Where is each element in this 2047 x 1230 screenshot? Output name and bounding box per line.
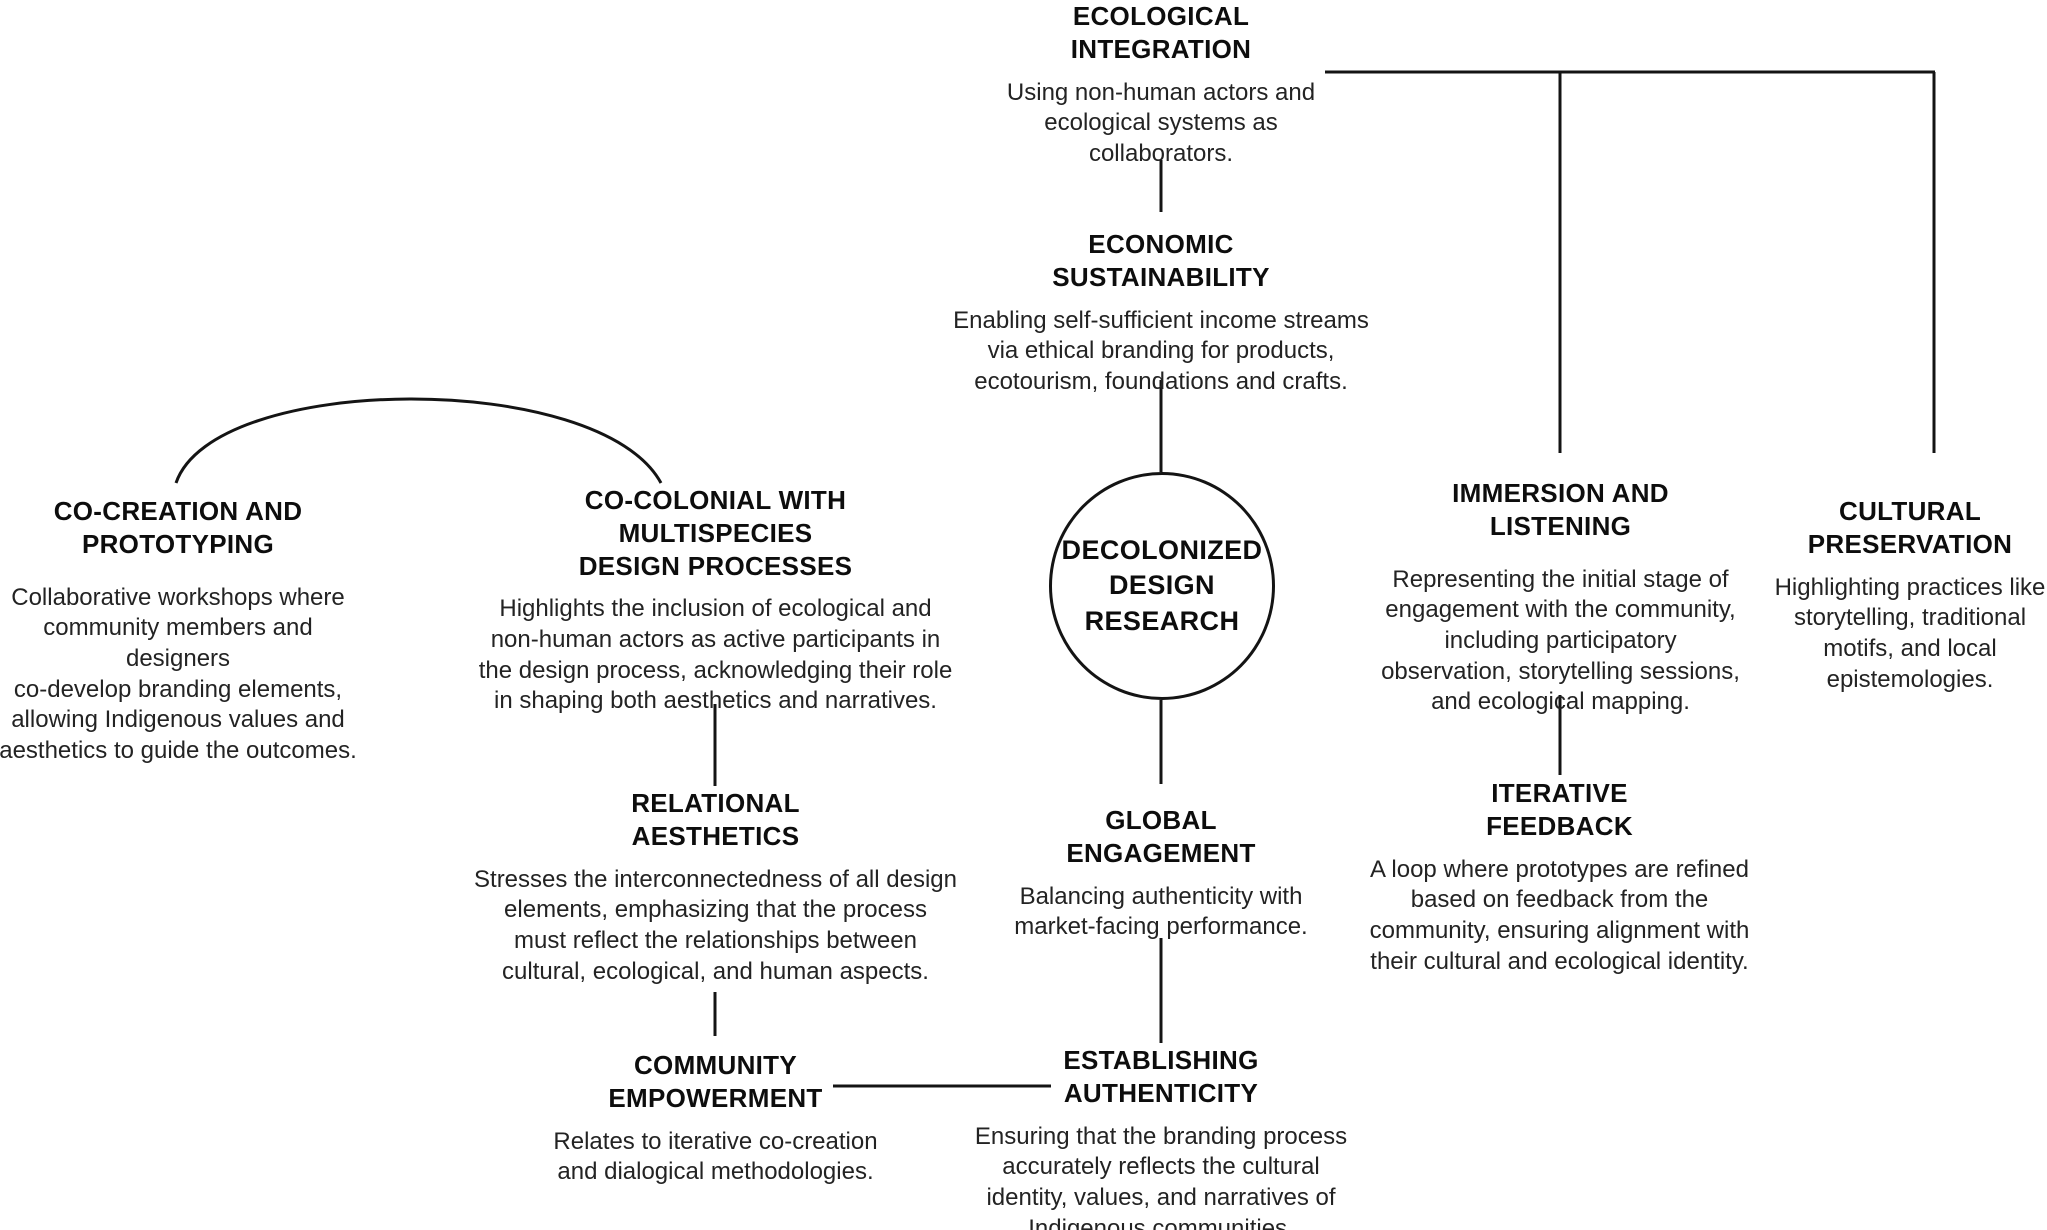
node-title: ITERATIVE FEEDBACK — [1486, 778, 1633, 841]
node-relational-aesthetics[interactable]: RELATIONAL AESTHETICS Stresses the inter… — [467, 787, 964, 987]
node-title: RELATIONAL AESTHETICS — [631, 788, 800, 851]
node-title: CO-COLONIAL WITH MULTISPECIES DESIGN PRO… — [578, 485, 853, 581]
node-description: Representing the initial stage of engage… — [1381, 565, 1740, 716]
node-co-colonial-with-multispecies-design-processes[interactable]: CO-COLONIAL WITH MULTISPECIES DESIGN PRO… — [467, 484, 964, 717]
node-description: Relates to iterative co-creation and dia… — [553, 1127, 878, 1186]
node-title: ECOLOGICAL INTEGRATION — [1070, 1, 1252, 64]
node-iterative-feedback[interactable]: ITERATIVE FEEDBACK A loop where prototyp… — [1369, 777, 1750, 977]
node-description: A loop where prototypes are refined base… — [1369, 855, 1750, 975]
node-description: Stresses the interconnectedness of all d… — [474, 865, 957, 985]
node-economic-sustainability[interactable]: ECONOMIC SUSTAINABILITY Enabling self-su… — [951, 228, 1371, 398]
node-description: Balancing authenticity with market-facin… — [1014, 882, 1308, 941]
node-description: Enabling self-sufficient income streams … — [953, 306, 1369, 395]
node-immersion-and-listening[interactable]: IMMERSION AND LISTENING Representing the… — [1373, 477, 1748, 718]
node-cultural-preservation[interactable]: CULTURAL PRESERVATION Highlighting pract… — [1773, 495, 2047, 695]
node-title: IMMERSION AND LISTENING — [1452, 478, 1669, 541]
node-co-creation-and-prototyping[interactable]: CO-CREATION AND PROTOTYPING Collaborativ… — [0, 495, 362, 767]
hub-label: DECOLONIZED DESIGN RESEARCH — [1061, 535, 1263, 636]
node-title: ECONOMIC SUSTAINABILITY — [1052, 229, 1270, 292]
node-description: Using non-human actors and ecological sy… — [1006, 78, 1316, 167]
hub-decolonized-design-research[interactable]: DECOLONIZED DESIGN RESEARCH — [1049, 472, 1275, 700]
node-description: Highlighting practices like storytelling… — [1774, 573, 2046, 693]
node-description: Ensuring that the branding process accur… — [974, 1122, 1348, 1230]
node-title: CULTURAL PRESERVATION — [1807, 496, 2013, 559]
node-title: ESTABLISHING AUTHENTICITY — [1063, 1045, 1259, 1108]
node-establishing-authenticity[interactable]: ESTABLISHING AUTHENTICITY Ensuring that … — [971, 1044, 1351, 1230]
node-global-engagement[interactable]: GLOBAL ENGAGEMENT Balancing authenticity… — [991, 804, 1331, 943]
node-ecological-integration[interactable]: ECOLOGICAL INTEGRATION Using non-human a… — [1001, 0, 1321, 170]
connector-arc-cocreation-to-cocolonial — [174, 397, 663, 484]
node-description: Collaborative workshops where community … — [0, 583, 357, 765]
node-community-empowerment[interactable]: COMMUNITY EMPOWERMENT Relates to iterati… — [529, 1049, 902, 1188]
node-description: Highlights the inclusion of ecological a… — [478, 595, 953, 715]
node-title: GLOBAL ENGAGEMENT — [1066, 805, 1256, 868]
node-title: COMMUNITY EMPOWERMENT — [608, 1050, 823, 1113]
node-title: CO-CREATION AND PROTOTYPING — [53, 496, 303, 559]
